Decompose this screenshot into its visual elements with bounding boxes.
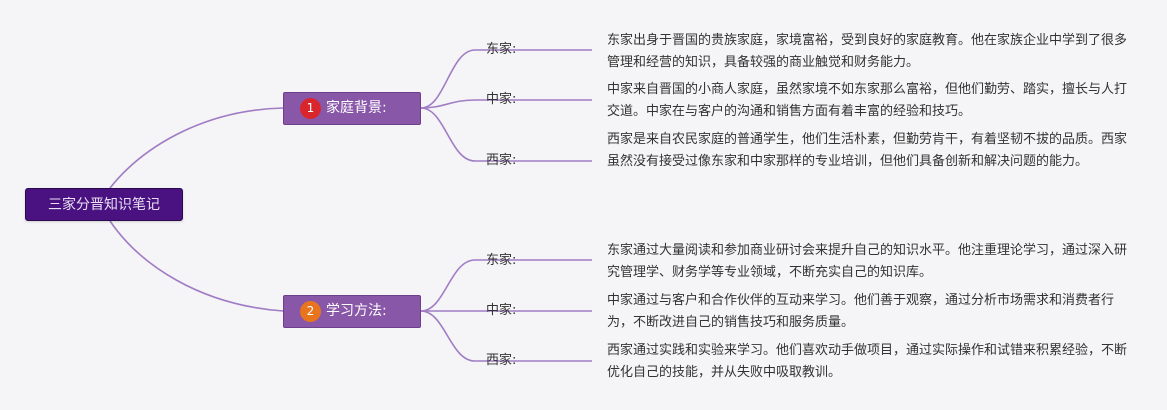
connector-branch-1-leaf-1 (420, 49, 592, 109)
root-node[interactable]: 三家分晋知识笔记 (25, 188, 183, 221)
connector-branch-2-leaf-1 (420, 259, 592, 312)
branch-title: 家庭背景: (326, 100, 387, 116)
leaf-label-xijia[interactable]: 西家: (486, 153, 517, 168)
connector-branch-2-leaf-3 (420, 310, 592, 362)
leaf-label-dongjia[interactable]: 东家: (486, 42, 517, 57)
leaf-label-zhongjia[interactable]: 中家: (486, 92, 517, 107)
leaf-label-xijia[interactable]: 西家: (486, 353, 517, 368)
leaf-description: 中家来自晋国的小商人家庭，虽然家境不如东家那么富裕，但他们勤劳、踏实，擅长与人打… (607, 82, 1128, 119)
leaf-description: 西家是来自农民家庭的普通学生，他们生活朴素，但勤劳肯干，有着坚韧不拔的品质。西家… (607, 132, 1128, 169)
root-title: 三家分晋知识笔记 (48, 197, 160, 213)
branch-node-learning-methods[interactable]: 2 学习方法: (283, 295, 421, 328)
leaf-description: 中家通过与客户和合作伙伴的互动来学习。他们善于观察，通过分析市场需求和消费者行为… (607, 293, 1115, 330)
connector-root-branch-2 (109, 220, 284, 312)
connector-root-branch-1 (109, 107, 284, 189)
connector-branch-1-leaf-2 (420, 99, 592, 109)
leaf-description: 东家出身于晋国的贵族家庭，家境富裕，受到良好的家庭教育。他在家族企业中学到了很多… (607, 33, 1128, 70)
connector-branch-1-leaf-3 (420, 107, 592, 162)
number-badge-icon: 2 (300, 301, 321, 322)
leaf-description: 西家通过实践和实验来学习。他们喜欢动手做项目，通过实际操作和试错来积累经验，不断… (607, 343, 1128, 380)
branch-node-family-background[interactable]: 1 家庭背景: (283, 92, 421, 125)
branch-title: 学习方法: (326, 303, 387, 319)
leaf-label-dongjia[interactable]: 东家: (486, 253, 517, 268)
leaf-description: 东家通过大量阅读和参加商业研讨会来提升自己的知识水平。他注重理论学习，通过深入研… (607, 243, 1128, 280)
leaf-label-zhongjia[interactable]: 中家: (486, 303, 517, 318)
number-badge-icon: 1 (300, 98, 321, 119)
